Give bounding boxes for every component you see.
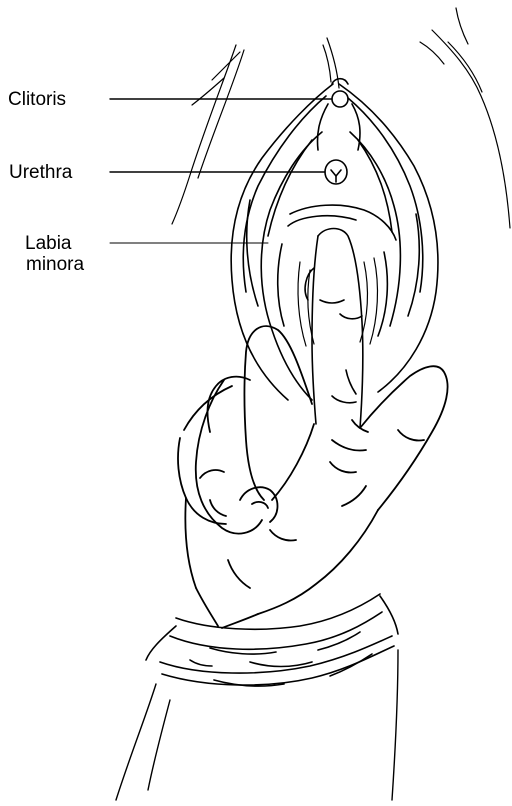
urethra-shape	[325, 160, 347, 184]
thigh-contours	[172, 8, 510, 228]
leader-lines	[110, 99, 332, 243]
label-urethra: Urethra	[9, 162, 72, 183]
label-labia-minora: Labia minora	[25, 233, 84, 275]
glove-cuff	[146, 594, 398, 686]
label-clitoris: Clitoris	[8, 89, 66, 110]
clitoris-shape	[317, 79, 360, 150]
gloved-finger	[305, 229, 363, 429]
label-labia-line1: Labia	[25, 233, 84, 254]
label-labia-line2: minora	[26, 254, 84, 275]
